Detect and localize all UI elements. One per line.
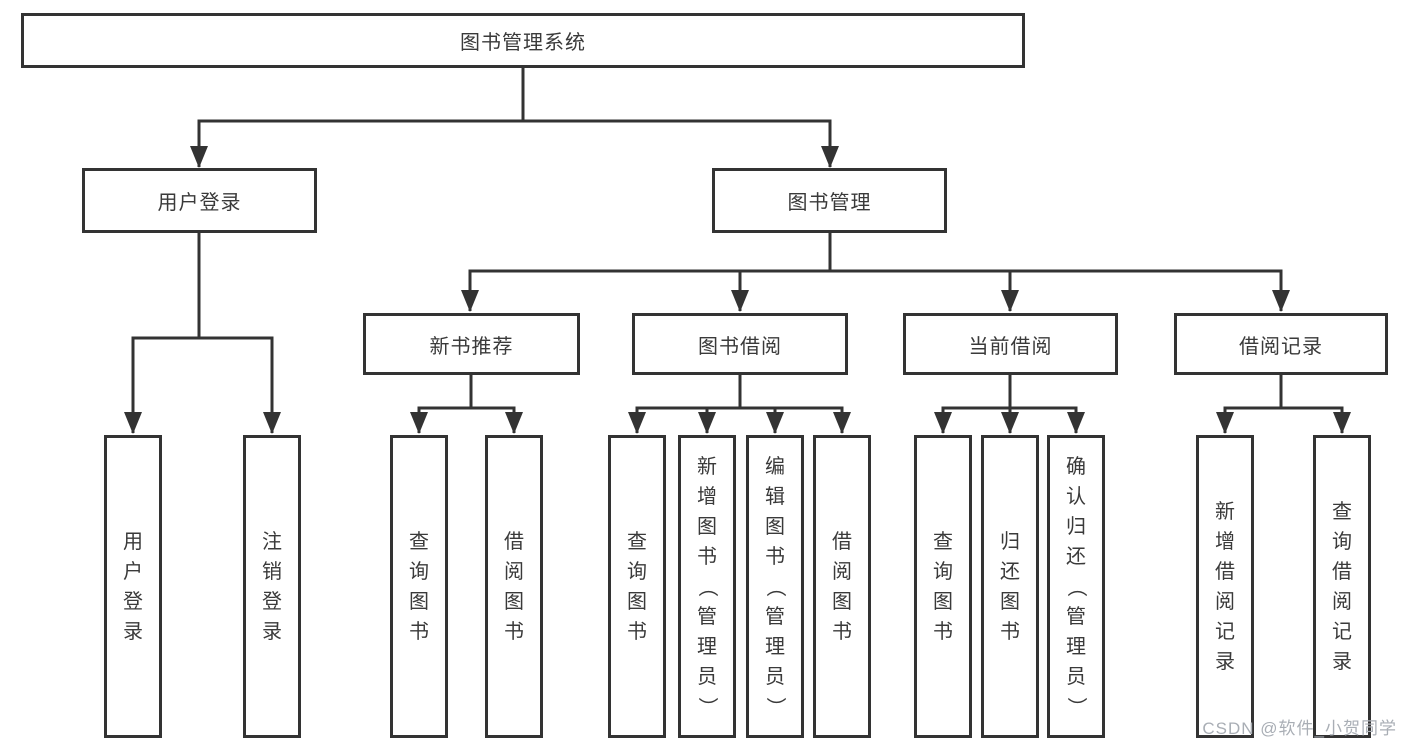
csdn-watermark: CSDN @软件_小贺同学 [1202,719,1397,738]
leaf-login-user-login-label: 用户登录 [123,530,143,643]
leaf-recommend-query-books: 查询图书 [390,435,448,738]
leaf-borrow-add-books-admin: 新增图书（管理员） [678,435,736,738]
node-new-book-recommend-label: 新书推荐 [429,335,514,358]
leaf-login-logout-label: 注销登录 [262,530,282,643]
node-root-system: 图书管理系统 [21,13,1025,68]
leaf-borrow-query-books: 查询图书 [608,435,666,738]
leaf-recommend-borrow-books: 借阅图书 [485,435,543,738]
leaf-borrow-query-books-label: 查询图书 [627,530,647,643]
leaf-current-return-books-label: 归还图书 [1000,530,1020,643]
leaf-borrow-edit-books-admin: 编辑图书（管理员） [746,435,804,738]
node-new-book-recommend: 新书推荐 [363,313,580,375]
leaf-recommend-borrow-books-label: 借阅图书 [504,530,524,643]
leaf-current-query-books: 查询图书 [914,435,972,738]
leaf-current-query-books-label: 查询图书 [933,530,953,643]
node-user-login: 用户登录 [82,168,317,233]
node-current-borrowing-label: 当前借阅 [968,335,1053,358]
leaf-current-confirm-return-admin-label: 确认归还（管理员） [1065,455,1087,717]
node-book-borrowing-label: 图书借阅 [698,335,782,358]
node-current-borrowing: 当前借阅 [903,313,1118,375]
node-book-management-label: 图书管理 [787,192,872,214]
leaf-borrow-add-books-admin-label: 新增图书（管理员） [696,455,718,717]
node-user-login-label: 用户登录 [157,192,242,214]
node-root-system-label: 图书管理系统 [460,32,586,54]
leaf-records-query-record: 查询借阅记录 [1313,435,1371,738]
node-book-management: 图书管理 [712,168,947,233]
node-borrowing-records-label: 借阅记录 [1239,335,1323,358]
leaf-borrow-edit-books-admin-label: 编辑图书（管理员） [764,455,786,717]
leaf-records-add-record-label: 新增借阅记录 [1215,500,1235,673]
node-book-borrowing: 图书借阅 [632,313,848,375]
leaf-current-confirm-return-admin: 确认归还（管理员） [1047,435,1105,738]
leaf-current-return-books: 归还图书 [981,435,1039,738]
node-borrowing-records: 借阅记录 [1174,313,1388,375]
leaf-login-user-login: 用户登录 [104,435,162,738]
leaf-recommend-query-books-label: 查询图书 [409,530,429,643]
leaf-borrow-borrow-books: 借阅图书 [813,435,871,738]
leaf-records-add-record: 新增借阅记录 [1196,435,1254,738]
leaf-borrow-borrow-books-label: 借阅图书 [832,530,852,643]
leaf-login-logout: 注销登录 [243,435,301,738]
leaf-records-query-record-label: 查询借阅记录 [1332,500,1352,673]
